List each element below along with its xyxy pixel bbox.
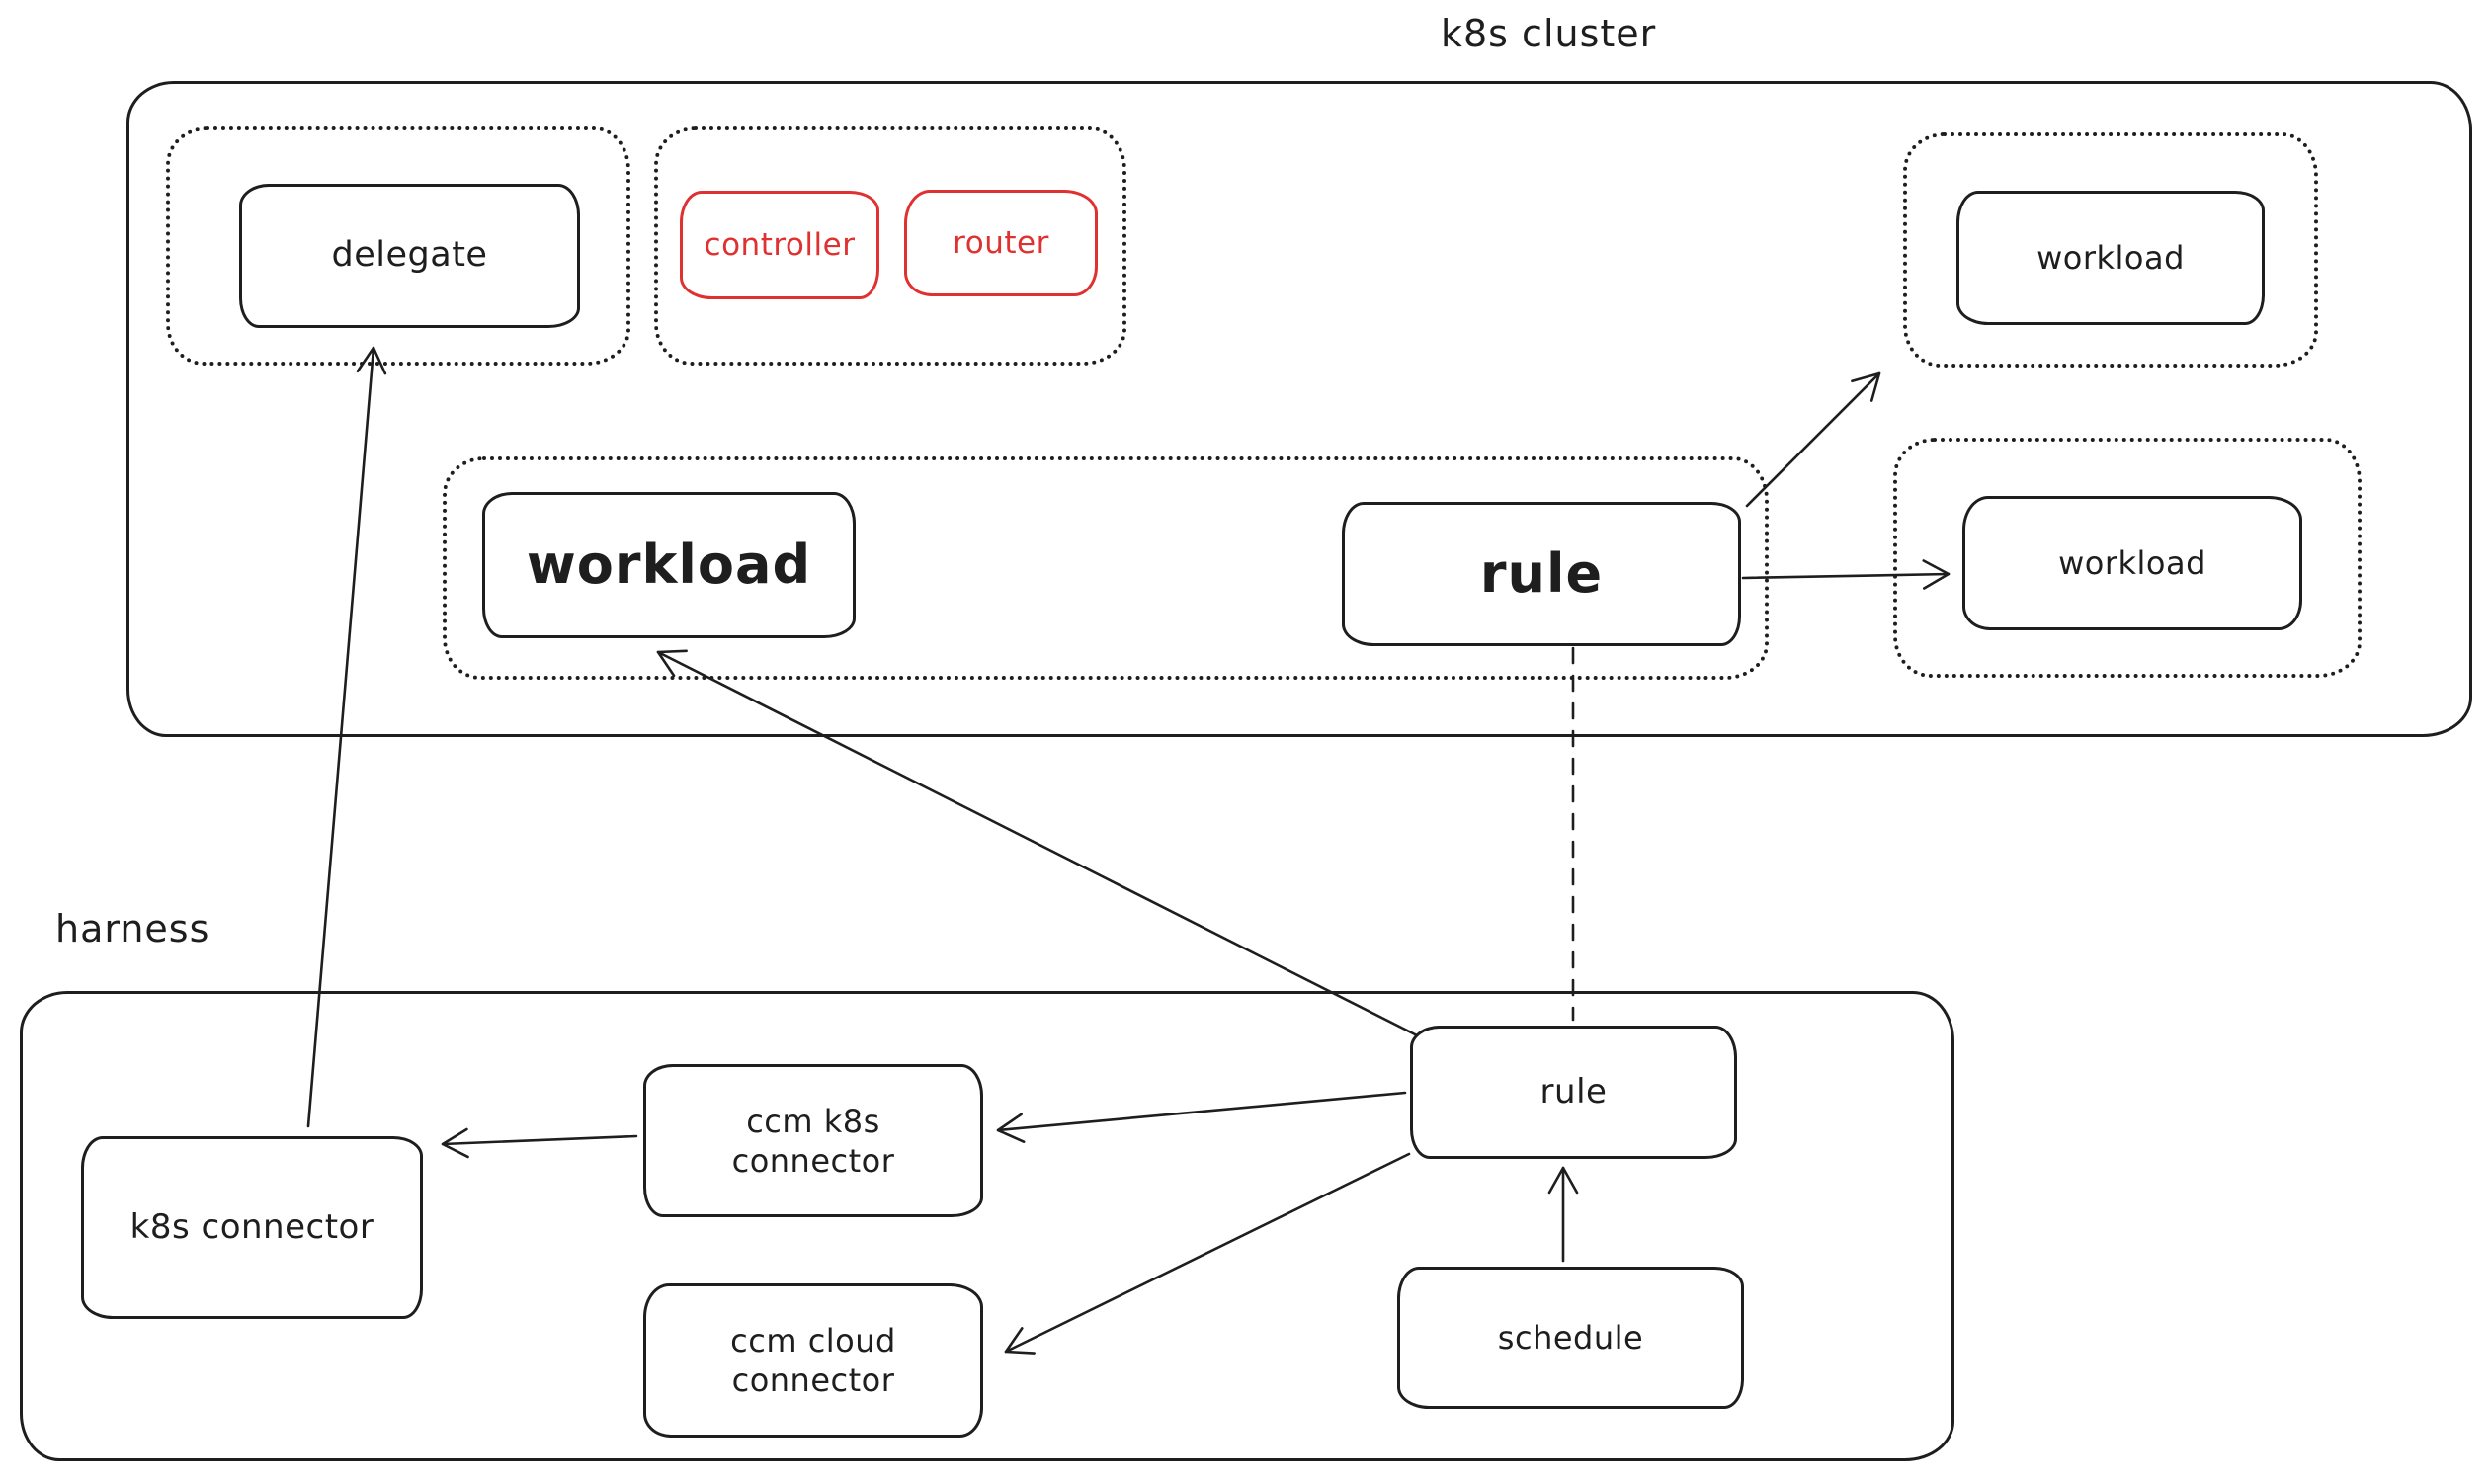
controller-node: controller bbox=[680, 191, 879, 299]
workload-top-right-group bbox=[1903, 132, 2318, 368]
k8s-cluster-label: k8s cluster bbox=[1441, 12, 1657, 55]
controller-router-group bbox=[654, 126, 1126, 366]
delegate-node: delegate bbox=[239, 184, 580, 328]
ccm-cloud-connector-node: ccm cloud connector bbox=[643, 1283, 983, 1438]
delegate-group bbox=[166, 126, 630, 366]
harness-label: harness bbox=[55, 907, 210, 950]
ccm-k8s-connector-node: ccm k8s connector bbox=[643, 1064, 983, 1217]
workload-top-right-node: workload bbox=[1956, 191, 2265, 325]
workload-right-group bbox=[1893, 438, 2362, 678]
rule-k8s-node: rule bbox=[1342, 502, 1741, 646]
rule-harness-node: rule bbox=[1410, 1026, 1737, 1159]
k8s-connector-node: k8s connector bbox=[81, 1136, 423, 1319]
workload-main-node: workload bbox=[482, 492, 856, 638]
workload-right-node: workload bbox=[1962, 496, 2302, 630]
router-node: router bbox=[904, 190, 1098, 296]
schedule-node: schedule bbox=[1397, 1267, 1744, 1409]
